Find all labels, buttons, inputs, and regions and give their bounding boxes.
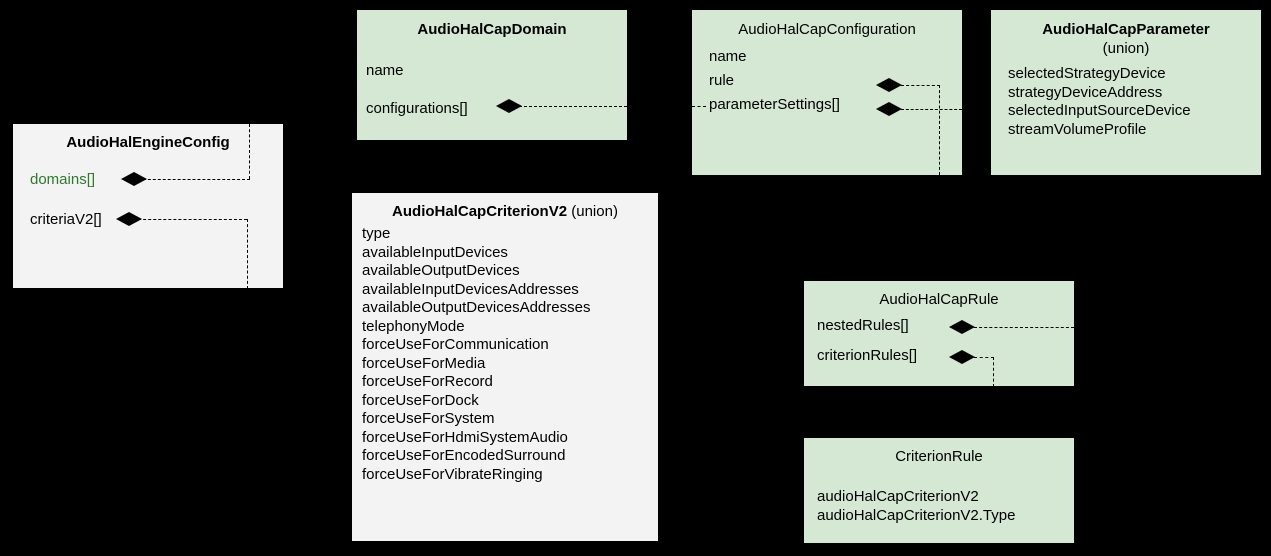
attr-criterion-forceuseformedia: forceUseForMedia	[362, 354, 486, 372]
attr-criterion-forceuseforhdmisystemaudio: forceUseForHdmiSystemAudio	[362, 428, 568, 446]
attr-criterion-availableinputdevicesaddresses: availableInputDevicesAddresses	[362, 280, 579, 298]
link-configurations-horizontal-inner	[509, 106, 627, 107]
link-nestedrules-horizontal	[974, 327, 1074, 328]
composition-diamond-parametersettings	[876, 102, 902, 116]
attr-capparameter-selectedinputsourcedevice: selectedInputSourceDevice	[1008, 102, 1191, 119]
entity-audiohalcapdomain[interactable]: AudioHalCapDomain name configurations[]	[357, 10, 627, 140]
entity-audiohalcaprule[interactable]: AudioHalCapRule nestedRules[] criterionR…	[804, 281, 1074, 386]
entity-audiohalcaprule-title: AudioHalCapRule	[879, 291, 999, 308]
composition-diamond-criterionrules	[949, 350, 975, 364]
link-rule-horizontal	[901, 85, 940, 86]
entity-criterionrule-title: CriterionRule	[895, 448, 983, 465]
entity-audiohalcapparameter-stereotype: (union)	[1102, 40, 1150, 57]
attr-criterion-forceuseforencodedsurround: forceUseForEncodedSurround	[362, 447, 566, 464]
composition-diamond-rule	[876, 78, 902, 92]
attr-criterion-forceuseforvibrateringing: forceUseForVibrateRinging	[362, 465, 543, 483]
entity-audiohalcapcriterionv2[interactable]: AudioHalCapCriterionV2 (union) type avai…	[352, 193, 658, 541]
entity-audiohalcapparameter[interactable]: AudioHalCapParameter (union) selectedStr…	[991, 10, 1261, 175]
link-criterionrules-horizontal	[974, 357, 994, 358]
attr-list-capparameter: selectedStrategyDevice strategyDeviceAdd…	[1008, 65, 1191, 139]
entity-audiohalcapparameter-title: AudioHalCapParameter	[1042, 21, 1210, 38]
link-configurations-to-configuration	[627, 106, 693, 107]
link-criteriav2-horizontal	[128, 219, 247, 220]
attr-caprule-criterionrules: criterionRules[]	[817, 347, 918, 364]
link-criterionrules-vertical	[993, 357, 994, 386]
entity-audiohalcapconfiguration[interactable]: AudioHalCapConfiguration name rule param…	[692, 10, 962, 175]
attr-criterion-availableoutputdevices: availableOutputDevices	[362, 262, 520, 279]
composition-diamond-domains	[121, 172, 147, 186]
link-domains-vertical	[249, 124, 250, 179]
attr-criterion-availableinputdevices: availableInputDevices	[362, 243, 508, 261]
entity-audiohalcapdomain-title: AudioHalCapDomain	[417, 21, 567, 38]
composition-diamond-nestedrules	[949, 320, 975, 334]
link-parametersettings-horizontal-inner	[901, 109, 962, 110]
entity-audiohalcapcriterionv2-stereotype: (union)	[571, 203, 618, 220]
entity-audiohalcapcriterionv2-title: AudioHalCapCriterionV2 (union)	[352, 202, 658, 221]
link-rule-vertical	[939, 85, 940, 175]
composition-diamond-criteriav2	[116, 212, 142, 226]
attr-criterion-forceuseforsystem: forceUseForSystem	[362, 410, 495, 427]
link-domains-horizontal	[133, 179, 250, 180]
composition-diamond-configurations	[496, 99, 522, 113]
link-incoming-configurations-stub	[692, 106, 706, 107]
attr-capparameter-streamvolumeprofile: streamVolumeProfile	[1008, 120, 1147, 138]
attr-capdomain-configurations: configurations[]	[366, 100, 468, 117]
attr-capconfiguration-name: name	[709, 48, 747, 65]
entity-audiohalcapcriterionv2-name: AudioHalCapCriterionV2	[392, 203, 568, 220]
attr-list-capcriterionv2: type availableInputDevices availableOutp…	[362, 225, 590, 484]
attr-capconfiguration-rule: rule	[709, 72, 735, 89]
attr-engineconfig-domains: domains[]	[30, 171, 96, 188]
attr-criterion-type: type	[362, 225, 391, 242]
attr-criterionrule-audiohalcapcriterionv2: audioHalCapCriterionV2	[817, 488, 979, 505]
attr-capparameter-strategydeviceaddress: strategyDeviceAddress	[1008, 83, 1163, 101]
entity-audiohalcapconfiguration-title: AudioHalCapConfiguration	[738, 21, 916, 38]
link-parametersettings-to-parameter	[962, 109, 992, 110]
attr-criterionrule-audiohalcapcriterionv2-type: audioHalCapCriterionV2.Type	[817, 506, 1016, 524]
attr-criterion-telephonymode: telephonyMode	[362, 317, 465, 335]
attr-list-criterionrule: audioHalCapCriterionV2 audioHalCapCriter…	[817, 488, 1015, 525]
attr-engineconfig-criteriav2: criteriaV2[]	[30, 211, 102, 228]
entity-audiohalengineconfig[interactable]: AudioHalEngineConfig domains[] criteriaV…	[13, 124, 283, 288]
attr-criterion-forceuseforcommunication: forceUseForCommunication	[362, 336, 549, 353]
entity-audiohalengineconfig-title: AudioHalEngineConfig	[66, 134, 230, 151]
attr-criterion-forceuseforrecord: forceUseForRecord	[362, 373, 493, 390]
attr-caprule-nestedrules: nestedRules[]	[817, 317, 909, 334]
attr-criterion-availableoutputdevicesaddresses: availableOutputDevicesAddresses	[362, 299, 591, 316]
attr-criterion-forceusefordock: forceUseForDock	[362, 391, 479, 409]
attr-capdomain-name: name	[366, 62, 404, 79]
link-criteriav2-vertical	[247, 219, 248, 288]
entity-criterionrule[interactable]: CriterionRule audioHalCapCriterionV2 aud…	[804, 438, 1074, 543]
attr-capparameter-selectedstrategydevice: selectedStrategyDevice	[1008, 65, 1166, 82]
attr-capconfiguration-parametersettings: parameterSettings[]	[709, 96, 840, 113]
